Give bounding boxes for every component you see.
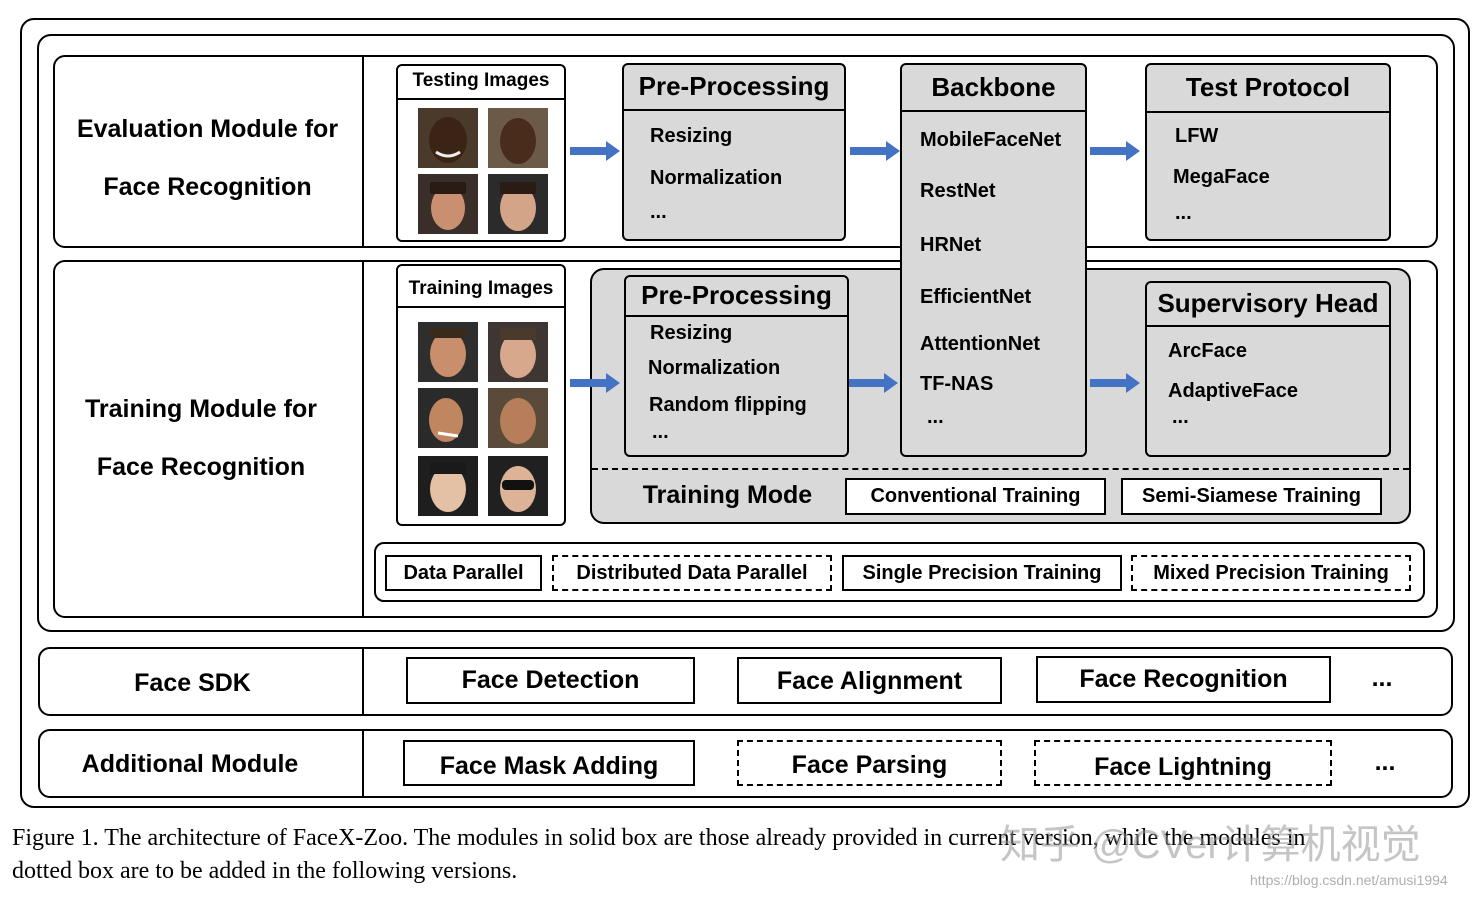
parallel-option: Single Precision Training xyxy=(842,555,1122,591)
backbone-item: TF-NAS xyxy=(920,373,994,395)
arrow-icon xyxy=(1090,373,1140,393)
supervisory-head-item: ArcFace xyxy=(1168,340,1247,362)
outer-frame xyxy=(20,18,1470,808)
backbone-box: Backbone MobileFaceNet RestNet HRNet Eff… xyxy=(900,63,1087,457)
face-image xyxy=(418,108,478,168)
additional-divider xyxy=(362,730,364,797)
face-image xyxy=(488,322,548,382)
evaluation-label: Evaluation Module for Face Recognition xyxy=(55,100,360,216)
face-image xyxy=(418,388,478,448)
face-image xyxy=(488,456,548,516)
test-protocol-item: LFW xyxy=(1175,125,1219,147)
face-image xyxy=(418,174,478,234)
train-preprocessing-box: Pre-Processing Resizing Normalization Ra… xyxy=(624,275,849,457)
evaluation-label-line1: Evaluation Module for xyxy=(76,115,339,143)
face-image xyxy=(418,322,478,382)
train-preprocessing-item: Resizing xyxy=(650,322,733,344)
training-label: Training Module for Face Recognition xyxy=(55,380,347,496)
train-preprocessing-item: ... xyxy=(652,421,669,443)
train-preprocessing-title: Pre-Processing xyxy=(626,277,847,317)
face-sdk-label: Face SDK xyxy=(134,669,251,697)
training-mode-label: Training Mode xyxy=(642,481,813,509)
training-label-line1: Training Module for xyxy=(85,395,317,423)
eval-preprocessing-item: ... xyxy=(650,201,667,223)
face-sdk-item: Face Alignment xyxy=(737,657,1002,704)
evaluation-divider xyxy=(362,56,364,247)
caption-line2: dotted box are to be added in the follow… xyxy=(12,858,518,884)
face-image xyxy=(418,456,478,516)
training-mode-option-semi-siamese: Semi-Siamese Training xyxy=(1121,478,1382,515)
face-sdk-item: Face Detection xyxy=(406,657,695,704)
arrow-icon xyxy=(570,373,620,393)
figure-caption: Figure 1. The architecture of FaceX-Zoo.… xyxy=(12,822,1477,888)
watermark-url: https://blog.csdn.net/amusi1994 xyxy=(1250,872,1448,888)
caption-line1: Figure 1. The architecture of FaceX-Zoo.… xyxy=(12,825,1306,851)
training-label-line2: Face Recognition xyxy=(96,453,306,481)
face-image xyxy=(488,388,548,448)
backbone-item: HRNet xyxy=(920,234,982,256)
face-sdk-ellipsis: ... xyxy=(1371,664,1393,692)
test-protocol-item: MegaFace xyxy=(1173,166,1270,188)
train-preprocessing-item: Normalization xyxy=(648,357,781,379)
test-protocol-item: ... xyxy=(1175,202,1192,224)
additional-item: Face Lightning xyxy=(1034,740,1332,786)
face-image xyxy=(488,108,548,168)
additional-ellipsis: ... xyxy=(1374,748,1396,776)
arrow-icon xyxy=(850,141,900,161)
face-image xyxy=(488,174,548,234)
supervisory-head-item: AdaptiveFace xyxy=(1168,380,1299,402)
training-divider xyxy=(362,261,364,617)
training-images-panel: Training Images xyxy=(396,264,566,526)
parallel-option: Mixed Precision Training xyxy=(1131,555,1411,591)
train-preprocessing-item: Random flipping xyxy=(649,394,807,416)
framework-box xyxy=(37,34,1455,632)
supervisory-head-title: Supervisory Head xyxy=(1147,283,1389,327)
backbone-title: Backbone xyxy=(902,65,1085,112)
backbone-item: EfficientNet xyxy=(920,286,1032,308)
parallel-option: Data Parallel xyxy=(385,555,542,591)
backbone-item: MobileFaceNet xyxy=(920,129,1062,151)
supervisory-head-item: ... xyxy=(1172,406,1189,428)
additional-item: Face Mask Adding xyxy=(403,740,695,786)
training-mode-separator xyxy=(592,468,1409,470)
watermark: 知乎 @CVer计算机视觉 xyxy=(1000,823,1421,867)
evaluation-label-line2: Face Recognition xyxy=(103,173,312,201)
parallel-option: Distributed Data Parallel xyxy=(552,555,832,591)
arrow-icon xyxy=(570,141,620,161)
training-mode-option-conventional: Conventional Training xyxy=(845,478,1106,515)
eval-preprocessing-box: Pre-Processing Resizing Normalization ..… xyxy=(622,63,846,241)
additional-module-label: Additional Module xyxy=(81,750,299,778)
additional-item: Face Parsing xyxy=(737,740,1002,786)
testing-images-title: Testing Images xyxy=(398,66,564,100)
test-protocol-box: Test Protocol LFW MegaFace ... xyxy=(1145,63,1391,241)
backbone-item: ... xyxy=(927,406,944,428)
eval-preprocessing-item: Resizing xyxy=(650,125,733,147)
face-sdk-item: Face Recognition xyxy=(1036,656,1331,703)
test-protocol-title: Test Protocol xyxy=(1147,65,1389,113)
backbone-item: RestNet xyxy=(920,180,996,202)
eval-preprocessing-title: Pre-Processing xyxy=(624,65,844,111)
arrow-icon xyxy=(848,373,898,393)
testing-images-panel: Testing Images xyxy=(396,64,566,242)
supervisory-head-box: Supervisory Head ArcFace AdaptiveFace ..… xyxy=(1145,281,1391,457)
eval-preprocessing-item: Normalization xyxy=(650,167,783,189)
training-images-title: Training Images xyxy=(398,266,564,308)
arrow-icon xyxy=(1090,141,1140,161)
backbone-item: AttentionNet xyxy=(920,333,1040,355)
face-sdk-divider xyxy=(362,648,364,715)
